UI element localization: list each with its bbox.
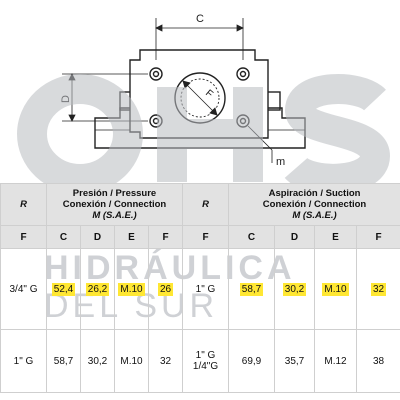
cell: 32 bbox=[356, 248, 400, 330]
column-header: C bbox=[228, 225, 276, 249]
highlighted-value: 32 bbox=[370, 282, 387, 296]
cell-r: 1" G bbox=[0, 329, 47, 393]
flange-drawing: C D F m bbox=[60, 13, 306, 168]
bolt-hole bbox=[236, 114, 250, 128]
cell: 32 bbox=[147, 329, 184, 393]
cell: M.12 bbox=[314, 329, 358, 393]
cell: M.10 bbox=[114, 329, 149, 393]
r-header-right: R bbox=[182, 183, 230, 226]
cell: 38 bbox=[356, 329, 400, 393]
cell: 26,2 bbox=[80, 248, 115, 330]
cell: M.10 bbox=[314, 248, 358, 330]
column-header: D bbox=[274, 225, 316, 249]
cell: 35,7 bbox=[274, 329, 316, 393]
column-header-row: F C D E F F C D E F bbox=[0, 225, 400, 249]
column-header: E bbox=[314, 225, 358, 249]
cell-r-line2: 1/4"G bbox=[192, 361, 219, 372]
highlighted-value: 26 bbox=[157, 282, 174, 296]
suction-header-line3: M (S.A.E.) bbox=[292, 210, 337, 221]
table-row: 1" G 58,7 30,2 M.10 32 1" G 1/4"G 69,9 3… bbox=[0, 329, 400, 393]
bolt-hole bbox=[149, 67, 163, 81]
bolt-hole bbox=[149, 114, 163, 128]
pressure-header-line2: Conexión / Connection bbox=[62, 199, 167, 210]
flange-spec-table: R Presión / Pressure Conexión / Connecti… bbox=[0, 183, 400, 393]
highlighted-value: 30,2 bbox=[282, 282, 307, 296]
column-header: D bbox=[80, 225, 115, 249]
column-header: C bbox=[46, 225, 81, 249]
cell-r-line1: 1" G bbox=[195, 350, 216, 361]
pressure-header: Presión / Pressure Conexión / Connection… bbox=[45, 183, 184, 226]
cell-r: 1" G bbox=[182, 248, 230, 330]
cell: 52,4 bbox=[46, 248, 81, 330]
cell: 30,2 bbox=[274, 248, 316, 330]
cell-r: 3/4" G bbox=[0, 248, 47, 330]
column-header: F bbox=[182, 225, 230, 249]
cell: 69,9 bbox=[228, 329, 276, 393]
bolt-hole bbox=[236, 67, 250, 81]
column-header: F bbox=[0, 225, 47, 249]
highlighted-value: M.10 bbox=[322, 282, 349, 296]
cell: 30,2 bbox=[80, 329, 115, 393]
cell: 58,7 bbox=[46, 329, 81, 393]
cell: 58,7 bbox=[228, 248, 276, 330]
table-row: 3/4" G 52,4 26,2 M.10 26 1" G 58,7 30,2 … bbox=[0, 248, 400, 330]
dim-d-label: D bbox=[60, 95, 72, 103]
pressure-header-line1: Presión / Pressure bbox=[72, 188, 157, 199]
table-header-row: R Presión / Pressure Conexión / Connecti… bbox=[0, 183, 400, 226]
dim-c-label: C bbox=[196, 13, 204, 25]
suction-header-line1: Aspiración / Suction bbox=[268, 188, 361, 199]
dim-f-label: F bbox=[203, 88, 215, 100]
highlighted-value: 58,7 bbox=[239, 282, 264, 296]
column-header: F bbox=[147, 225, 184, 249]
pressure-header-line3: M (S.A.E.) bbox=[92, 210, 137, 221]
column-header: E bbox=[114, 225, 149, 249]
cell-r: 1" G 1/4"G bbox=[182, 329, 230, 393]
dim-m-label: m bbox=[276, 156, 285, 168]
highlighted-value: 52,4 bbox=[51, 282, 76, 296]
suction-header-line2: Conexión / Connection bbox=[262, 199, 367, 210]
r-header-left: R bbox=[0, 183, 47, 226]
highlighted-value: M.10 bbox=[118, 282, 145, 296]
suction-header: Aspiración / Suction Conexión / Connecti… bbox=[228, 183, 400, 226]
cell: 26 bbox=[147, 248, 184, 330]
highlighted-value: 26,2 bbox=[85, 282, 110, 296]
cell: M.10 bbox=[114, 248, 149, 330]
column-header: F bbox=[356, 225, 400, 249]
